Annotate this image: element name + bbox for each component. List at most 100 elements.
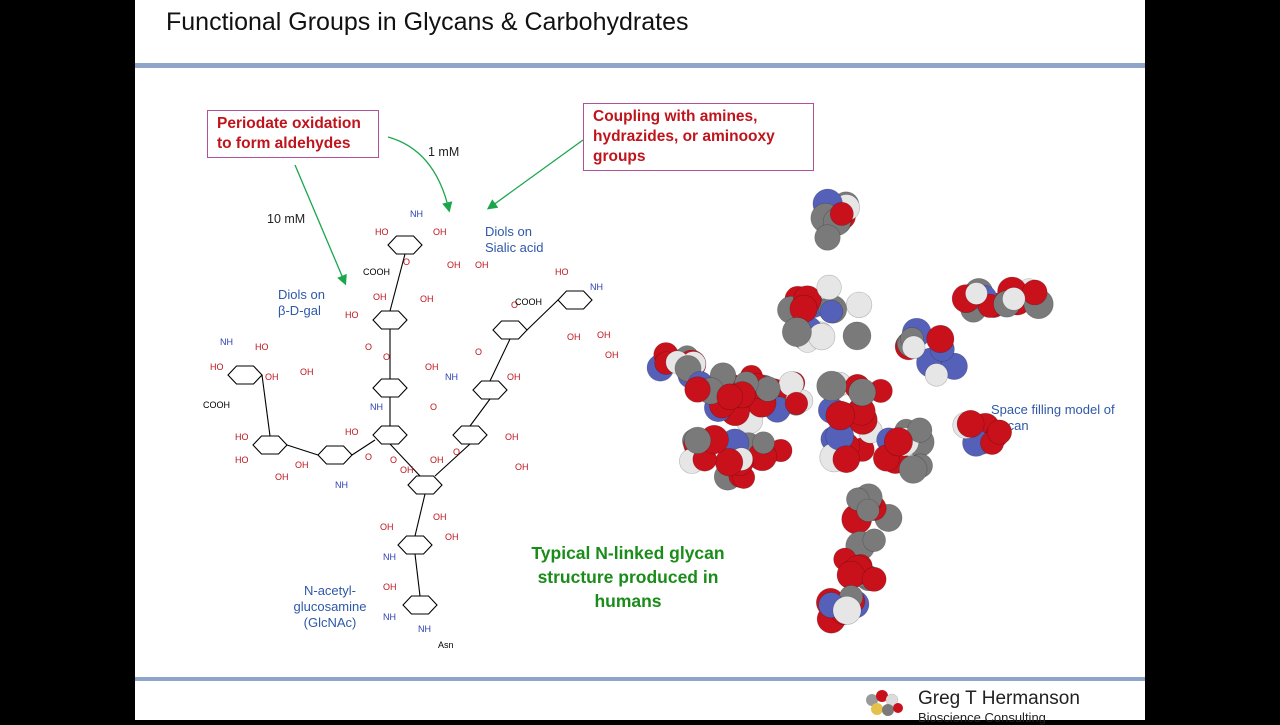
atom-ho-46: HO — [235, 432, 249, 442]
atom-nh-20: NH — [383, 552, 396, 562]
reaction-arrows — [294, 136, 584, 286]
arrow-periodate-sialic — [387, 136, 453, 213]
atom-oh-37: OH — [567, 332, 581, 342]
arrow-coupling — [486, 139, 584, 210]
atom-oh-16: OH — [400, 465, 414, 475]
atom-sphere-23 — [819, 299, 844, 324]
atom-sphere-49 — [848, 378, 877, 407]
glcnac-core-2 — [402, 595, 438, 615]
atom-nh-27: NH — [445, 372, 458, 382]
atom-oh-39: OH — [605, 350, 619, 360]
atom-o-15: O — [390, 455, 397, 465]
atom-oh-17: OH — [430, 455, 444, 465]
atom-sphere-25 — [782, 317, 812, 347]
gal-ring-1 — [372, 310, 408, 330]
gal-ring-3 — [252, 435, 288, 455]
atom-o-26: O — [453, 447, 460, 457]
atom-sphere-107 — [1021, 279, 1048, 306]
atom-sphere-88 — [926, 324, 955, 353]
atom-oh-48: OH — [275, 472, 289, 482]
atom-o-28: O — [430, 402, 437, 412]
bond — [526, 299, 559, 331]
atom-nh-23: NH — [383, 612, 396, 622]
glcnac-ring-2 — [472, 380, 508, 400]
atom-sphere-93 — [901, 335, 926, 359]
label-glcnac: N-acetyl- glucosamine (GlcNAc) — [293, 583, 367, 630]
atom-sphere-109 — [1002, 287, 1026, 311]
atom-oh-8: OH — [373, 292, 387, 302]
gal-ring-2 — [492, 320, 528, 340]
atom-oh-18: OH — [433, 512, 447, 522]
atom-oh-30: OH — [515, 462, 529, 472]
atom-oh-49: OH — [295, 460, 309, 470]
atom-o-12: O — [365, 342, 372, 352]
glcnac-ring-3 — [317, 445, 353, 465]
man-ring-2 — [452, 425, 488, 445]
atom-sphere-160 — [683, 426, 712, 455]
atom-o-51: O — [365, 452, 372, 462]
atom-nh-41: NH — [220, 337, 233, 347]
bond — [414, 493, 426, 537]
atom-oh-29: OH — [505, 432, 519, 442]
atom-sphere-154 — [832, 596, 862, 625]
atom-sphere-44 — [832, 445, 861, 474]
atom-sphere-61 — [755, 376, 781, 402]
atom-sphere-145 — [862, 528, 886, 552]
bond — [286, 444, 319, 456]
atom-sphere-101 — [965, 282, 988, 305]
atom-sphere-80 — [716, 383, 744, 411]
glycan-caption: Typical N-linked glycan structure produc… — [531, 543, 725, 611]
atom-sphere-45 — [816, 370, 847, 402]
atom-oh-43: OH — [265, 372, 279, 382]
footer-divider — [135, 677, 1145, 681]
atom-ho-42: HO — [255, 342, 269, 352]
atom-o-10: O — [383, 352, 390, 362]
label-diols-gal: Diols on β-D-gal — [278, 287, 325, 318]
brand-logo — [860, 686, 910, 720]
bond — [261, 374, 271, 437]
concentration-1mm: 1 mM — [428, 145, 460, 159]
atom-nh-11: NH — [370, 402, 383, 412]
atom-sphere-24 — [808, 323, 836, 351]
atom-nh-24: NH — [418, 624, 431, 634]
atom-sphere-47 — [825, 400, 856, 431]
atom-o-5: O — [403, 257, 410, 267]
atom-cooh-34: COOH — [515, 297, 542, 307]
atom-sphere-115 — [752, 431, 775, 455]
label-diols-sialic: Diols on Sialic acid — [485, 224, 544, 255]
atom-nh-50: NH — [335, 480, 348, 490]
atom-oh-13: OH — [425, 362, 439, 372]
space-filling-model — [646, 188, 1054, 634]
atom-sphere-91 — [924, 363, 949, 387]
slide: Functional Groups in Glycans & Carbohydr… — [135, 0, 1145, 720]
coupling-callout: Coupling with amines, hydrazides, or ami… — [583, 103, 814, 171]
atom-oh-9: OH — [420, 294, 434, 304]
atom-ho-47: HO — [235, 455, 249, 465]
slide-title: Functional Groups in Glycans & Carbohydr… — [166, 8, 689, 36]
atom-oh-3: OH — [475, 260, 489, 270]
atom-cooh-4: COOH — [363, 267, 390, 277]
bond — [414, 553, 421, 597]
atom-o-33: O — [511, 300, 518, 310]
atom-sphere-15 — [845, 291, 873, 318]
atom-sphere-81 — [684, 376, 711, 403]
atom-sphere-126 — [907, 417, 933, 443]
sialic-ring-right — [557, 290, 593, 310]
atom-sphere-167 — [986, 419, 1012, 445]
title-divider — [135, 63, 1145, 68]
glycan-bonds — [227, 235, 593, 615]
atom-nh-6: NH — [410, 209, 423, 219]
atom-sphere-127 — [898, 455, 928, 484]
atom-sphere-137 — [856, 498, 880, 522]
atom-sphere-129 — [883, 427, 913, 457]
atom-sphere-168 — [956, 409, 985, 438]
atom-ho-40: HO — [210, 362, 224, 372]
atom-sphere-19 — [842, 321, 872, 351]
atom-oh-21: OH — [445, 532, 459, 542]
atom-sphere-146 — [861, 566, 887, 592]
brand-subtitle: Bioscience Consulting — [918, 710, 1046, 725]
glcnac-ring-1 — [372, 378, 408, 398]
atom-sphere-8 — [814, 224, 841, 251]
sialic-ring-left — [227, 365, 263, 385]
